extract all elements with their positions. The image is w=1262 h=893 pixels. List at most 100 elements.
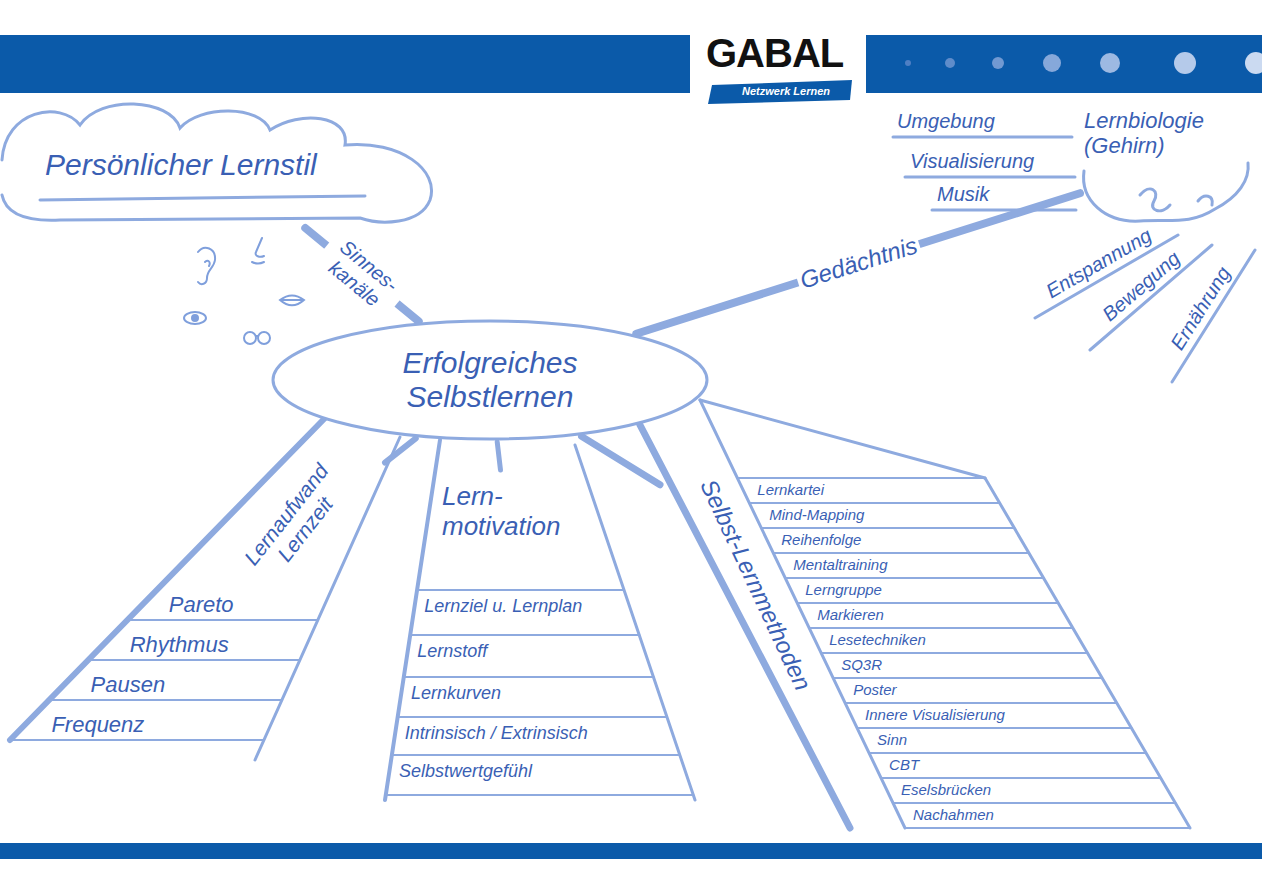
- nose-icon: [252, 238, 264, 264]
- branch-stroke: [833, 677, 1102, 679]
- branch-stroke: [10, 739, 264, 741]
- footer-bar: [0, 843, 1262, 859]
- header-dot: [1245, 52, 1262, 74]
- branch-fan: Lernaufwand LernzeitParetoRhythmusPausen…: [10, 455, 385, 765]
- branch-item: Lesetechniken: [829, 631, 926, 648]
- eye-icon: [184, 312, 206, 324]
- branch-item: Lernkartei: [757, 481, 824, 498]
- branch-stroke: [386, 794, 694, 796]
- cloud-title: Persönlicher Lernstil: [45, 148, 317, 183]
- branch-stroke: [392, 754, 680, 756]
- branch-heading: Lern- motivation: [442, 482, 607, 542]
- branch-stroke: [749, 502, 999, 504]
- branch-stroke: [845, 702, 1117, 704]
- branch-stroke: [88, 659, 300, 661]
- logo-subtitle: Netzwerk Lernen: [742, 85, 830, 98]
- branch-stroke: [797, 602, 1058, 604]
- branch-item: Lernstoff: [417, 641, 487, 662]
- branch-stroke: [869, 752, 1146, 754]
- branch-stroke: [10, 418, 325, 740]
- branch-item: Markieren: [817, 606, 884, 623]
- branch-stroke: [410, 634, 639, 636]
- branch-stroke: [773, 552, 1029, 554]
- branch-stroke: [385, 440, 440, 800]
- branch-stroke: [49, 699, 282, 701]
- branch-item: Reihenfolge: [781, 531, 861, 548]
- branch-connector: [582, 436, 660, 484]
- branch-item: Rhythmus: [130, 632, 229, 657]
- topic-line: [905, 176, 1075, 179]
- header-dot: [992, 57, 1004, 69]
- logo-text: GABAL: [706, 30, 843, 76]
- brain-outline: [1140, 189, 1170, 211]
- branch-item: Nachahmen: [913, 806, 994, 823]
- ellipse-outline: [273, 321, 707, 439]
- branch-connector: [497, 442, 500, 470]
- branch-item: SQ3R: [841, 656, 882, 673]
- branch-stroke: [785, 577, 1043, 579]
- header-bar: [866, 35, 1262, 93]
- branch-stroke: [761, 527, 1014, 529]
- branch-stroke: [700, 400, 905, 828]
- branch-connector: [636, 193, 1080, 333]
- branch-item: Mind-Mapping: [769, 506, 864, 523]
- branch-item: Sinn: [877, 731, 907, 748]
- branch-item: Selbstwertgefühl: [399, 761, 532, 782]
- branch-item: Lernkurven: [411, 683, 501, 704]
- branch-item: Lernziel u. Lernplan: [424, 596, 582, 617]
- glasses-icon: [244, 332, 270, 344]
- topic-label: Visualisierung: [910, 150, 1034, 173]
- branch-fan: Lern- motivationLernziel u. LernplanLern…: [385, 470, 655, 805]
- brain-outline: [1198, 196, 1212, 205]
- header-dot: [905, 60, 911, 66]
- topic-label: Umgebung: [897, 110, 995, 133]
- branch-item: Lerngruppe: [805, 581, 882, 598]
- branch-stroke: [809, 627, 1073, 629]
- branch-stroke: [881, 777, 1161, 779]
- branch-fan: Selbst-LernmethodenLernkarteiMind-Mappin…: [660, 470, 1200, 832]
- cloud-node: Persönlicher Lernstil: [0, 100, 455, 228]
- logo-strip: [708, 80, 852, 104]
- header-dot: [945, 58, 955, 68]
- branch-item: Pareto: [169, 592, 234, 617]
- branch-item: Eselsbrücken: [901, 781, 991, 798]
- branch-stroke: [404, 676, 654, 678]
- header-dot: [1043, 54, 1061, 72]
- mouth-icon: [280, 296, 304, 306]
- branch-item: Frequenz: [51, 712, 144, 737]
- branch-item: Intrinsisch / Extrinsisch: [405, 723, 588, 744]
- branch-item: CBT: [889, 756, 919, 773]
- branch-connector: [305, 228, 418, 321]
- topic-line: [893, 136, 1072, 139]
- branch-stroke: [821, 652, 1087, 654]
- branch-item: Pausen: [91, 672, 166, 697]
- branch-label: Gedächtnis: [793, 230, 923, 297]
- central-title: Erfolgreiches Selbstlernen: [370, 346, 610, 415]
- branch-item: Poster: [853, 681, 896, 698]
- ear-icon: [198, 248, 215, 284]
- cloud-outline: [2, 104, 432, 222]
- brain-title: Lernbiologie (Gehirn): [1084, 108, 1234, 159]
- branch-stroke: [737, 477, 985, 479]
- header-dot: [1100, 53, 1120, 73]
- branch-stroke: [398, 716, 667, 718]
- cloud-outline: [40, 196, 365, 200]
- branch-stroke: [640, 425, 850, 828]
- branch-stroke: [893, 802, 1175, 804]
- header-bar: [0, 35, 690, 93]
- eye-icon: [192, 315, 198, 321]
- brain-node: Lernbiologie (Gehirn): [1080, 105, 1252, 227]
- branch-stroke: [417, 589, 624, 591]
- branch-item: Innere Visualisierung: [865, 706, 1005, 723]
- branch-stroke: [700, 400, 985, 478]
- branch-heading: Lernaufwand Lernzeit: [237, 456, 355, 588]
- branch-connector: [385, 438, 416, 462]
- branch-item: Mentaltraining: [793, 556, 887, 573]
- central-ellipse: Erfolgreiches Selbstlernen: [270, 318, 710, 442]
- header-dot: [1174, 52, 1196, 74]
- branch-stroke: [905, 827, 1190, 829]
- brain-outline: [1084, 163, 1249, 221]
